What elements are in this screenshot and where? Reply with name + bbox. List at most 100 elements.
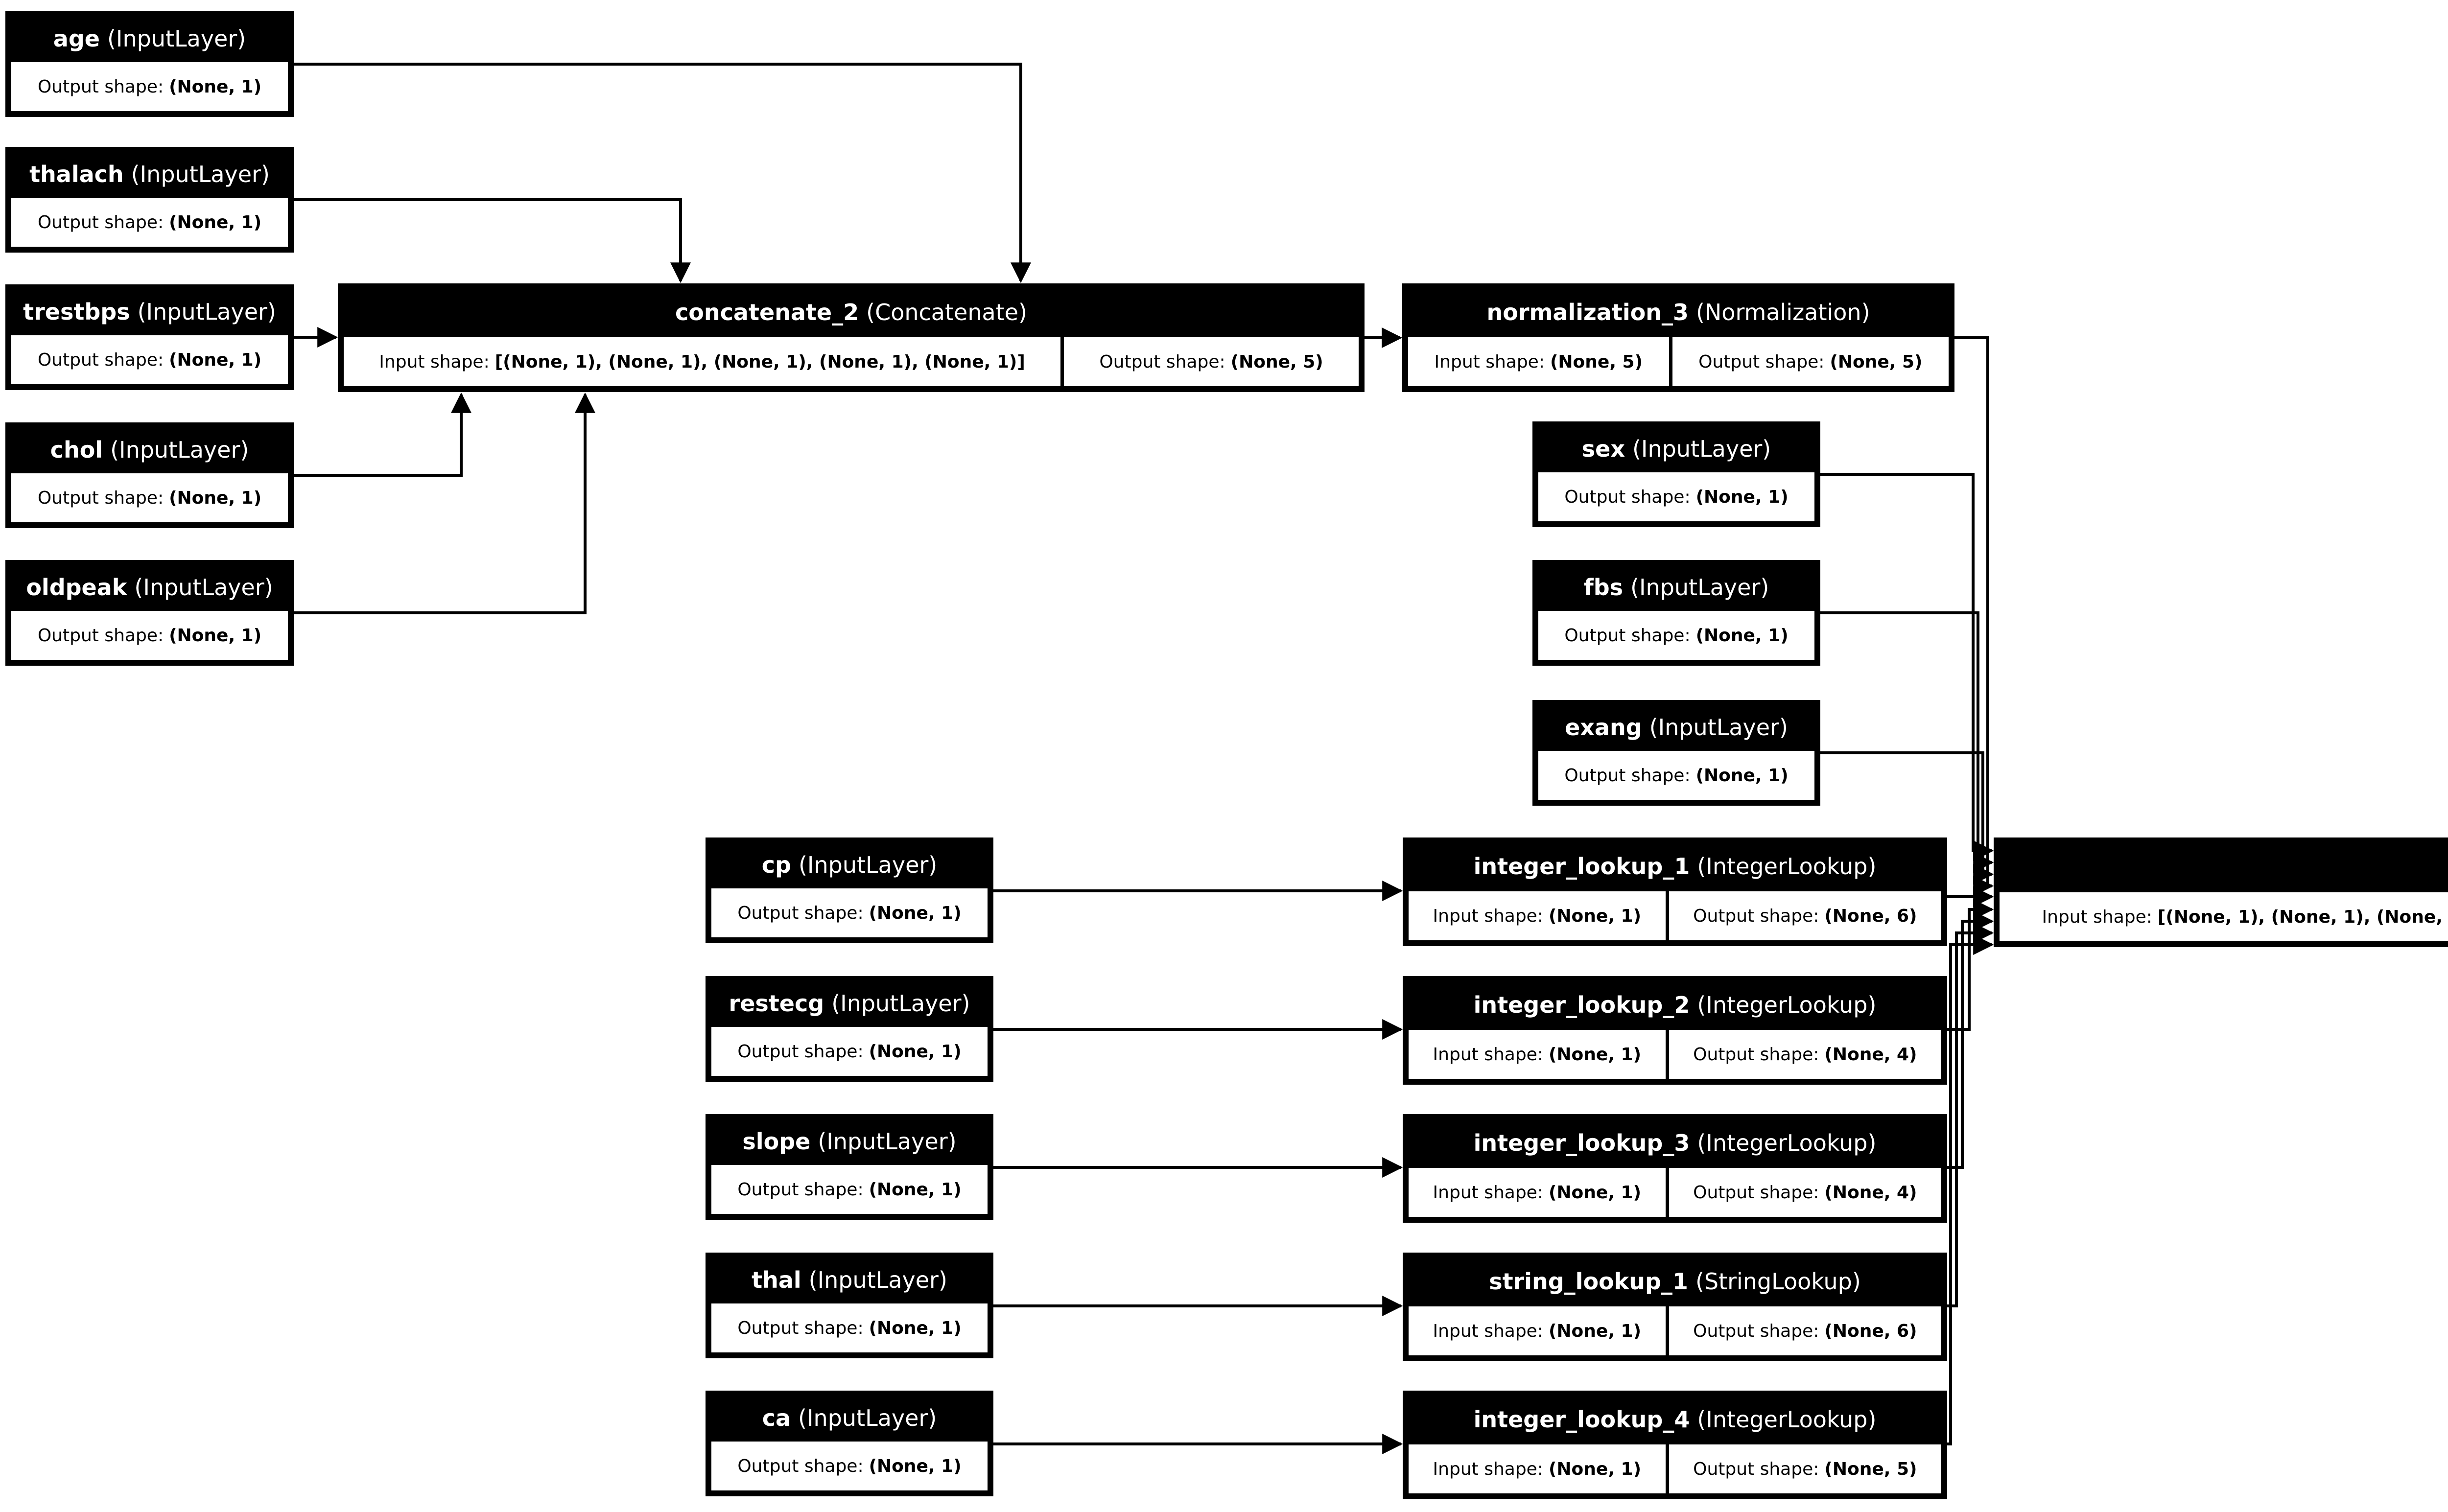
shape-value: [(None, 1), (None, 1), (None, 1), (None,… xyxy=(2157,907,2448,927)
output-shape-cell: Output shape:(None, 5) xyxy=(1669,1444,1941,1493)
layer-type: (InputLayer) xyxy=(131,161,270,187)
layer-type: (InputLayer) xyxy=(818,1128,957,1155)
shape-label: Output shape: xyxy=(737,1318,864,1338)
output-shape-cell: Output shape:(None, 1) xyxy=(711,888,988,937)
layer-body: Input shape:(None, 1) Output shape:(None… xyxy=(1409,1030,1941,1079)
layer-type: (InputLayer) xyxy=(798,1404,937,1431)
shape-value: (None, 5) xyxy=(1830,351,1923,372)
layer-header: integer_lookup_4(IntegerLookup) xyxy=(1409,1394,1941,1444)
layer-node-exang: exang (InputLayer) Output shape:(None, 1) xyxy=(1532,700,1820,806)
output-shape-cell: Output shape:(None, 1) xyxy=(1538,611,1814,660)
layer-body: Input shape:[(None, 1), (None, 1), (None… xyxy=(2000,892,2448,941)
output-shape-cell: Output shape:(None, 1) xyxy=(1538,751,1814,800)
shape-label: Output shape: xyxy=(1693,1044,1819,1065)
shape-value: (None, 1) xyxy=(169,212,262,233)
shape-label: Output shape: xyxy=(737,1456,864,1476)
edge-fbs-to-concatenate_3 xyxy=(1820,611,1994,873)
output-shape-cell: Output shape:(None, 4) xyxy=(1669,1168,1941,1217)
layer-header: string_lookup_1(StringLookup) xyxy=(1409,1256,1941,1306)
layer-body: Output shape:(None, 1) xyxy=(711,1165,988,1214)
shape-value: (None, 1) xyxy=(169,625,262,646)
edge-integer_lookup_3-to-concatenate_3 xyxy=(1947,911,1994,1169)
layer-body: Output shape:(None, 1) xyxy=(11,198,288,247)
layer-type: (InputLayer) xyxy=(1632,435,1771,462)
layer-name: oldpeak xyxy=(26,574,127,601)
layer-type: (Concatenate) xyxy=(866,299,1027,326)
shape-label: Input shape: xyxy=(1433,1182,1543,1203)
layer-body: Output shape:(None, 1) xyxy=(1538,751,1814,800)
output-shape-cell: Output shape:(None, 1) xyxy=(711,1165,988,1214)
layer-node-trestbps: trestbps(InputLayer) Output shape:(None,… xyxy=(5,284,294,390)
edge-thalach-to-concatenate_2 xyxy=(294,198,691,283)
layer-type: (InputLayer) xyxy=(1630,574,1769,601)
layer-type: (InputLayer) xyxy=(1649,714,1788,741)
layer-name: sex xyxy=(1581,435,1625,462)
layer-node-concatenate_2: concatenate_2 (Concatenate) Input shape:[… xyxy=(338,283,1365,392)
shape-label: Output shape: xyxy=(1564,487,1691,507)
layer-body: Input shape:(None, 1) Output shape:(None… xyxy=(1409,1444,1941,1493)
shape-label: Input shape: xyxy=(1433,1321,1543,1341)
input-shape-cell: Input shape:[(None, 1), (None, 1), (None… xyxy=(344,337,1061,386)
layer-node-restecg: restecg(InputLayer) Output shape:(None, … xyxy=(706,976,993,1082)
shape-label: Input shape: xyxy=(379,351,490,372)
shape-label: Input shape: xyxy=(1434,351,1545,372)
layer-header: trestbps(InputLayer) xyxy=(11,288,288,335)
edge-integer_lookup_4-to-concatenate_3 xyxy=(1947,934,1994,1445)
shape-label: Output shape: xyxy=(1693,906,1819,926)
layer-body: Input shape:(None, 1) Output shape:(None… xyxy=(1409,1168,1941,1217)
shape-label: Output shape: xyxy=(37,349,164,370)
layer-header: ca (InputLayer) xyxy=(711,1394,988,1442)
layer-node-integer_lookup_1: integer_lookup_1(IntegerLookup) Input sh… xyxy=(1403,837,1947,946)
output-shape-cell: Output shape:(None, 6) xyxy=(1669,891,1941,940)
layer-body: Input shape:[(None, 1), (None, 1), (None… xyxy=(344,337,1359,386)
layer-header: chol(InputLayer) xyxy=(11,426,288,473)
shape-value: (None, 6) xyxy=(1824,1321,1917,1341)
layer-header: restecg(InputLayer) xyxy=(711,979,988,1027)
shape-label: Output shape: xyxy=(1693,1182,1819,1203)
layer-type: (InputLayer) xyxy=(134,574,273,601)
layer-name: concatenate_2 xyxy=(675,299,859,326)
output-shape-cell: Output shape:(None, 1) xyxy=(11,611,288,660)
layer-header: thal(InputLayer) xyxy=(711,1256,988,1303)
shape-value: (None, 5) xyxy=(1824,1459,1917,1479)
shape-label: Output shape: xyxy=(737,1179,864,1200)
layer-name: exang xyxy=(1565,714,1642,741)
layer-body: Output shape:(None, 1) xyxy=(11,473,288,522)
output-shape-cell: Output shape:(None, 5) xyxy=(1672,337,1949,386)
layer-header: integer_lookup_3(IntegerLookup) xyxy=(1409,1117,1941,1168)
layer-name: ca xyxy=(762,1404,791,1431)
layer-header: fbs(InputLayer) xyxy=(1538,563,1814,611)
layer-type: (InputLayer) xyxy=(798,851,938,878)
shape-label: Output shape: xyxy=(1693,1321,1819,1341)
layer-node-thal: thal(InputLayer) Output shape:(None, 1) xyxy=(706,1253,993,1358)
layer-body: Output shape:(None, 1) xyxy=(711,1027,988,1076)
layer-node-cp: cp(InputLayer) Output shape:(None, 1) xyxy=(706,837,993,943)
layer-type: (StringLookup) xyxy=(1695,1268,1861,1295)
output-shape-cell: Output shape:(None, 4) xyxy=(1669,1030,1941,1079)
layer-header: slope(InputLayer) xyxy=(711,1117,988,1165)
layer-node-fbs: fbs(InputLayer) Output shape:(None, 1) xyxy=(1532,560,1820,666)
shape-value: (None, 1) xyxy=(169,488,262,508)
layer-node-integer_lookup_2: integer_lookup_2(IntegerLookup) Input sh… xyxy=(1403,976,1947,1085)
output-shape-cell: Output shape:(None, 1) xyxy=(711,1027,988,1076)
layer-node-age: age(InputLayer) Output shape:(None, 1) xyxy=(5,11,294,117)
layer-body: Output shape:(None, 1) xyxy=(1538,611,1814,660)
layer-body: Output shape:(None, 1) xyxy=(11,62,288,111)
layer-type: (IntegerLookup) xyxy=(1697,1129,1877,1156)
layer-header: integer_lookup_1(IntegerLookup) xyxy=(1409,841,1941,891)
shape-value: (None, 1) xyxy=(1548,1321,1642,1341)
input-shape-cell: Input shape:(None, 1) xyxy=(1409,1306,1666,1355)
layer-header: thalach(InputLayer) xyxy=(11,150,288,198)
shape-value: (None, 1) xyxy=(1695,765,1789,786)
edge-oldpeak-to-concatenate_2 xyxy=(294,392,595,614)
edge-sex-to-concatenate_3 xyxy=(1820,473,1994,861)
layer-body: Output shape:(None, 1) xyxy=(711,888,988,937)
input-shape-cell: Input shape:(None, 5) xyxy=(1408,337,1669,386)
layer-node-sex: sex(InputLayer) Output shape:(None, 1) xyxy=(1532,421,1820,527)
edge-chol-to-concatenate_2 xyxy=(294,392,471,477)
output-shape-cell: Output shape:(None, 1) xyxy=(11,62,288,111)
layer-type: (InputLayer) xyxy=(110,436,249,463)
input-shape-cell: Input shape:(None, 1) xyxy=(1409,891,1666,940)
shape-value: (None, 1) xyxy=(1548,1459,1642,1479)
